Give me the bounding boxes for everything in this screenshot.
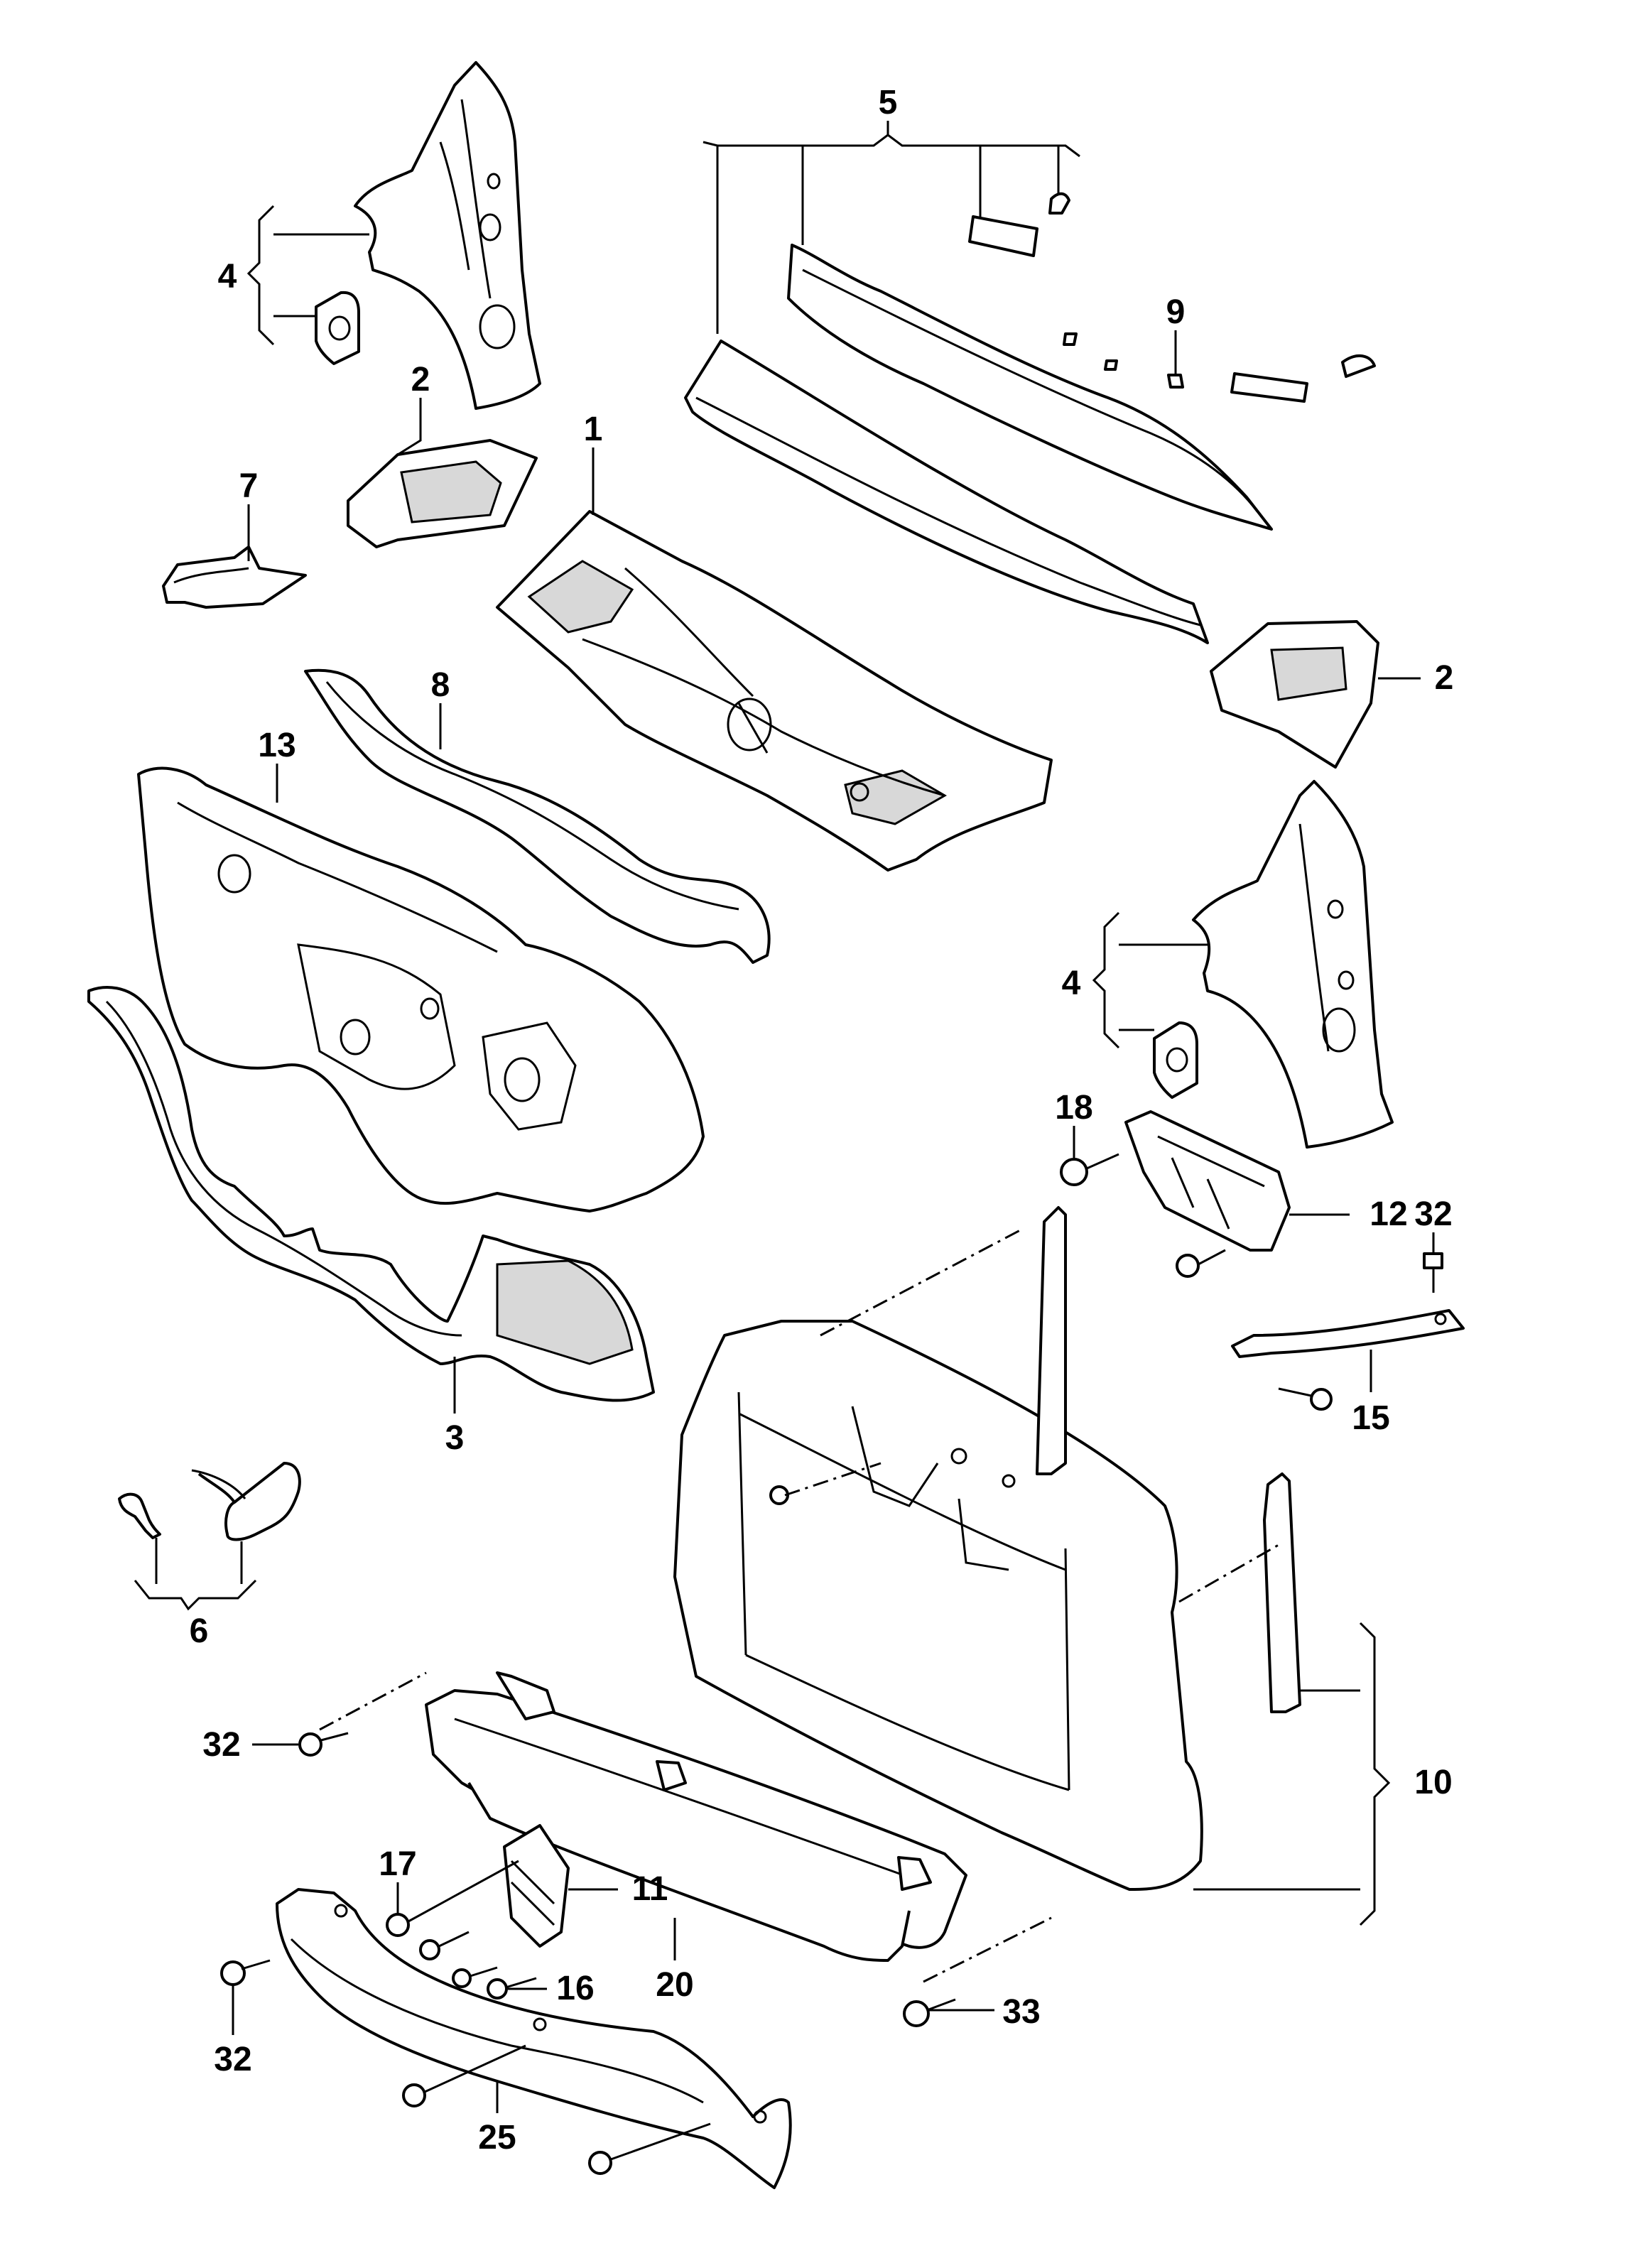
dash-20-left (319, 1671, 427, 1731)
bracket-6 (134, 1579, 257, 1611)
part-32-screw-top (1423, 1252, 1443, 1293)
part-25-lower-guide (276, 1888, 792, 2189)
part-7 (162, 546, 307, 609)
part-32-screws-25 (402, 2044, 711, 2175)
label-3: 3 (445, 1419, 465, 1457)
part-8-seal (304, 668, 771, 964)
label-1: 1 (584, 411, 603, 448)
label-5: 5 (879, 84, 898, 121)
label-4-left: 4 (218, 258, 237, 295)
label-4-right: 4 (1062, 965, 1081, 1002)
part-12-guide (1124, 1110, 1291, 1278)
part-6 (118, 1462, 301, 1541)
part-1-plenum (496, 510, 1053, 872)
part-15-bracket (1231, 1309, 1465, 1411)
label-32-bottom: 32 (214, 2041, 251, 2078)
dash-20-right (923, 1916, 1052, 1983)
label-20: 20 (656, 1966, 693, 2004)
label-9: 9 (1166, 293, 1186, 331)
part-32-screw-bottom (220, 1959, 271, 1986)
part-33-screw (903, 1998, 956, 2027)
part-4-right-pillar (1153, 780, 1394, 1149)
label-12: 12 (1369, 1195, 1407, 1233)
label-32-top: 32 (1414, 1195, 1452, 1233)
label-18: 18 (1055, 1089, 1092, 1127)
part-9-clips (1063, 332, 1376, 403)
label-33: 33 (1002, 1993, 1040, 2031)
part-3-lower-insulation (87, 986, 655, 1402)
bracket-4-left (246, 205, 275, 346)
bracket-10 (1359, 1622, 1391, 1926)
part-2-left (347, 439, 538, 548)
label-15: 15 (1352, 1399, 1389, 1437)
label-16: 16 (556, 1970, 594, 2007)
label-32-left: 32 (202, 1726, 240, 1764)
label-11: 11 (632, 1870, 668, 1908)
label-2-right: 2 (1435, 659, 1454, 697)
part-2-right (1210, 620, 1379, 769)
label-7: 7 (239, 467, 259, 505)
part-10-front-end (673, 1206, 1301, 1891)
label-17: 17 (379, 1845, 416, 1883)
label-6: 6 (190, 1612, 209, 1650)
part-32-screw-left (298, 1732, 349, 1757)
part-17-bolt (386, 1860, 519, 1937)
dash-10-right (1178, 1543, 1279, 1603)
leader-2-left (397, 398, 422, 456)
label-10: 10 (1414, 1764, 1452, 1801)
dash-10-top (820, 1227, 1024, 1337)
bracket-4-right (1092, 911, 1120, 1049)
part-18-screw (1060, 1153, 1119, 1186)
part-16-bolts (419, 1931, 537, 2000)
part-5-cowl (684, 192, 1273, 644)
part-4-left-pillar (315, 61, 541, 410)
label-8: 8 (431, 666, 450, 704)
part-13-insulation (137, 766, 705, 1212)
label-25: 25 (478, 2119, 516, 2156)
label-13: 13 (258, 727, 295, 764)
bracket-5 (703, 134, 1080, 158)
part-11-bracket (503, 1824, 570, 1948)
label-2-left: 2 (411, 361, 430, 398)
